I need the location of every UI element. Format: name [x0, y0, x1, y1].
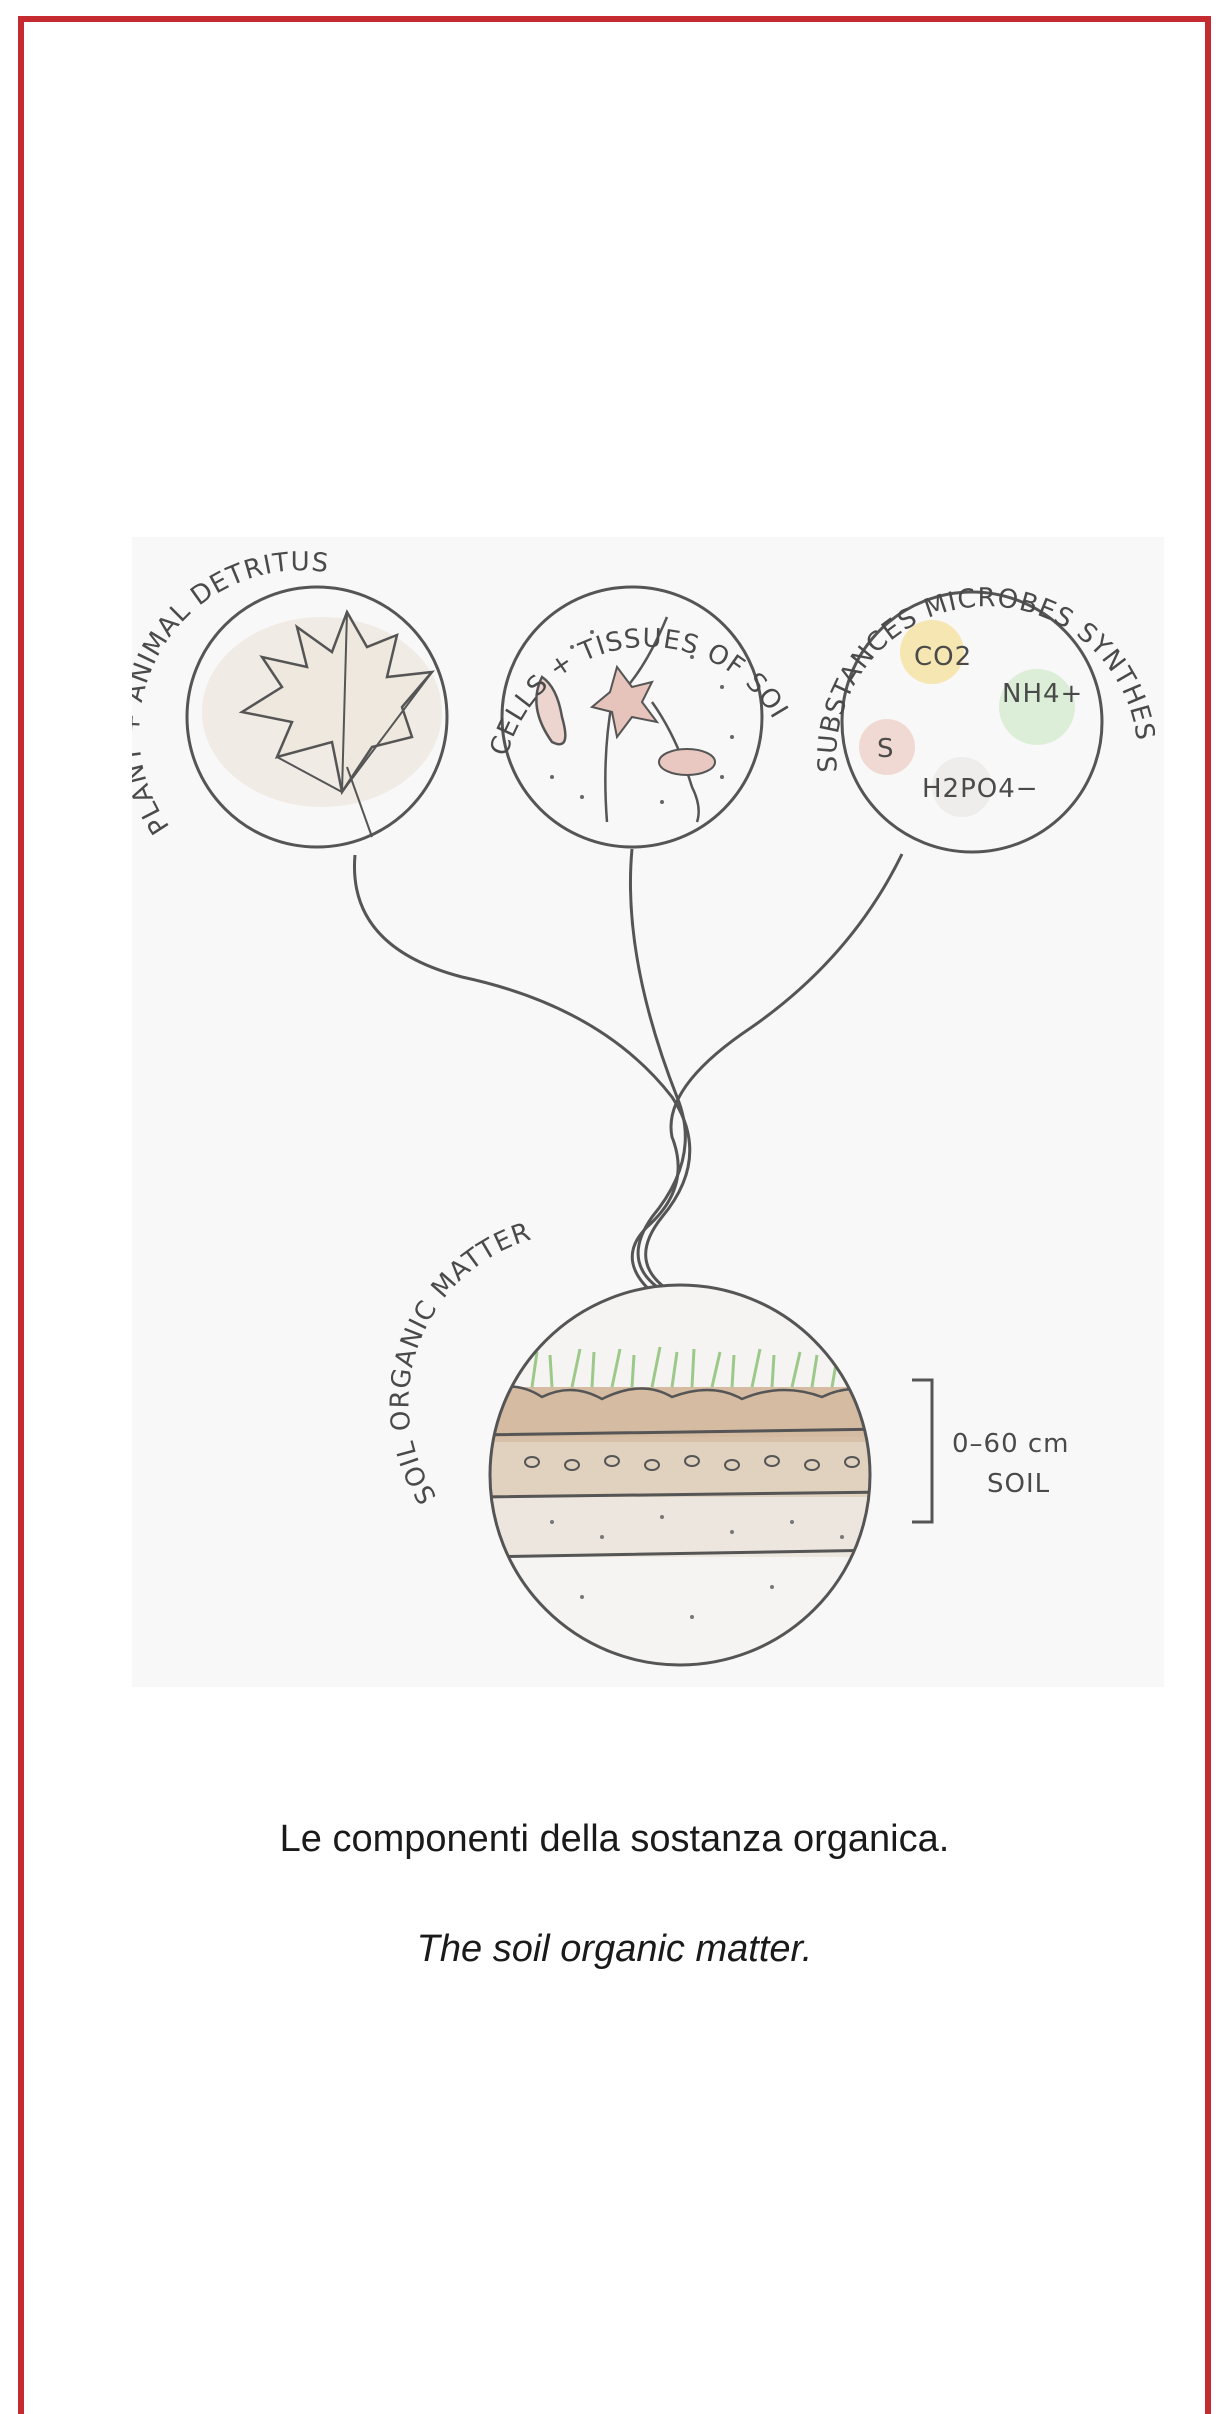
soil-label: SOIL: [987, 1469, 1050, 1499]
caption-english: The soil organic matter.: [0, 1928, 1229, 1971]
s-label: S: [877, 734, 895, 764]
nh4-label: NH4+: [1002, 679, 1083, 709]
co2-label: CO2: [914, 642, 972, 672]
soil-organic-matter-diagram: PLANT + ANIMAL DETRITUS CELLS + TISSUES …: [132, 537, 1164, 1687]
h2po4-label: H2PO4−: [922, 774, 1039, 804]
connecting-strands: [354, 849, 902, 1299]
plant-detritus-circle: PLANT + ANIMAL DETRITUS: [132, 547, 447, 847]
caption-italian: Le componenti della sostanza organica.: [0, 1818, 1229, 1861]
depth-label: 0–60 cm: [952, 1429, 1070, 1459]
depth-bracket: 0–60 cm SOIL: [912, 1380, 1070, 1522]
soil-circle: SOIL ORGANIC MATTER: [385, 1217, 892, 1682]
diagram-svg: PLANT + ANIMAL DETRITUS CELLS + TISSUES …: [132, 537, 1164, 1687]
